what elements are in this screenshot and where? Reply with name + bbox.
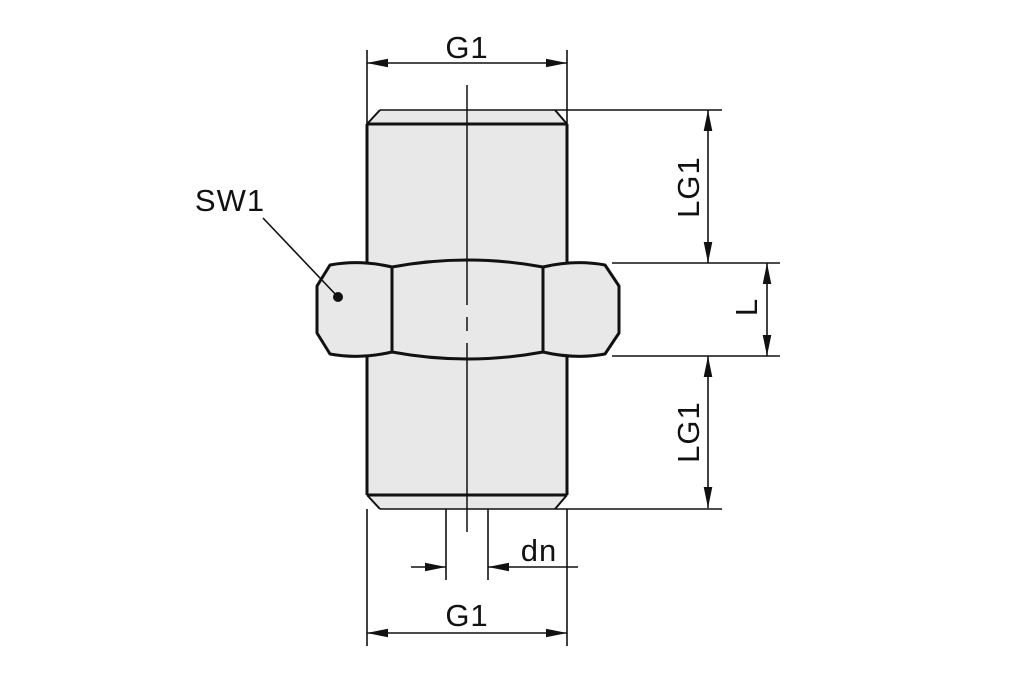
label-lg1-top: LG1 <box>671 156 706 218</box>
arrowhead-dn-left <box>425 562 446 572</box>
chamfer-edge-top-left <box>366 109 381 125</box>
leader-dot-sw1 <box>333 292 343 302</box>
arrowhead-g1-top-right <box>546 58 567 68</box>
hex-nut <box>315 258 621 361</box>
arrowhead-g1-bottom-left <box>367 628 388 638</box>
arrowhead-lg1-bottom-up <box>703 356 713 377</box>
arrowheads <box>367 58 772 638</box>
arrowhead-g1-bottom-right <box>546 628 567 638</box>
label-g1-top: G1 <box>445 30 488 65</box>
label-l: L <box>729 298 764 316</box>
arrowhead-g1-top-left <box>367 58 388 68</box>
label-sw1: SW1 <box>195 183 265 218</box>
leader-line-sw1 <box>262 217 339 298</box>
arrowhead-l-down <box>762 335 772 356</box>
label-lg1-bottom: LG1 <box>671 401 706 463</box>
arrowhead-dn-right <box>488 562 509 572</box>
arrowhead-lg1-top-up <box>703 110 713 131</box>
label-g1-bottom: G1 <box>445 598 488 633</box>
label-dn: dn <box>521 533 557 568</box>
arrowhead-lg1-top-down <box>703 242 713 263</box>
arrowhead-lg1-bottom-down <box>703 487 713 508</box>
chamfer-edge-bottom-right <box>554 494 568 510</box>
arrowhead-l-up <box>762 263 772 284</box>
chamfer-edge-bottom-left <box>366 494 381 510</box>
chamfer-edge-top-right <box>554 109 568 125</box>
